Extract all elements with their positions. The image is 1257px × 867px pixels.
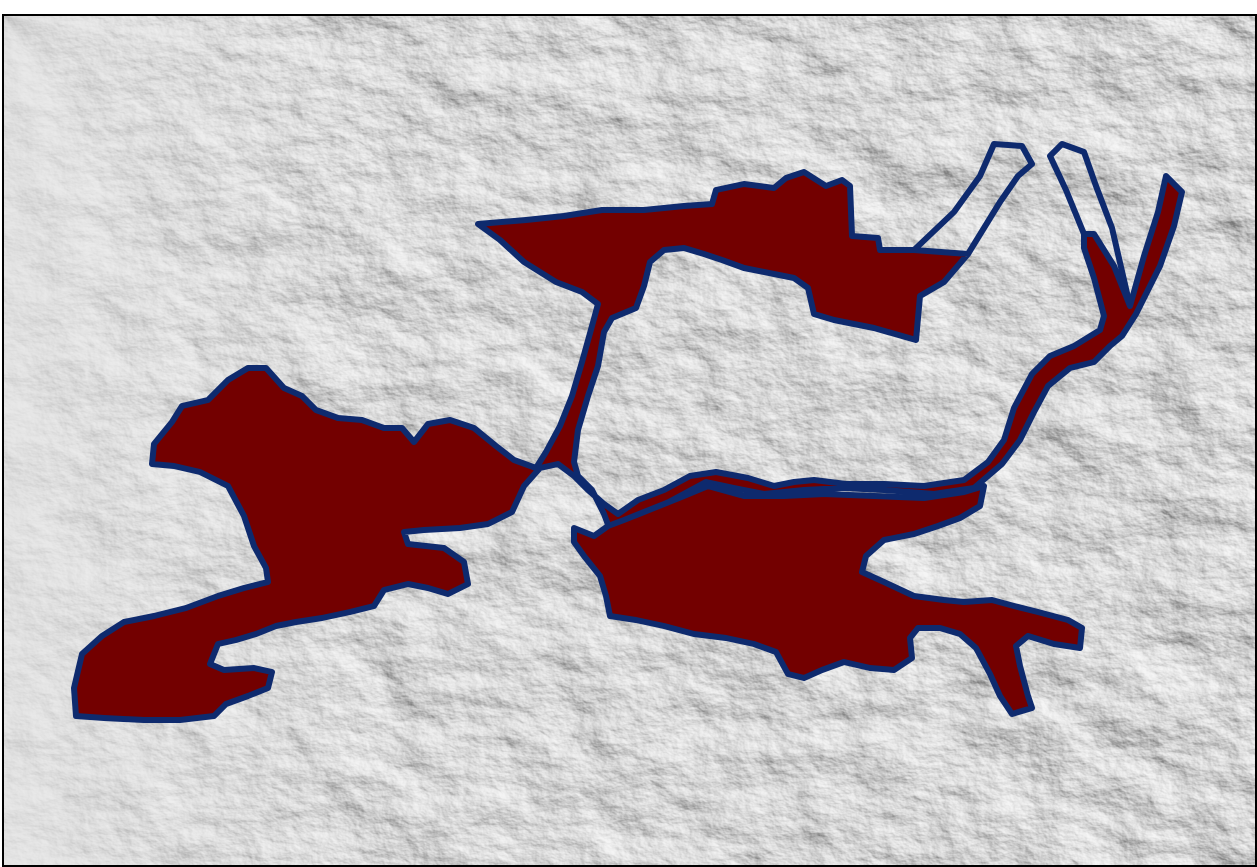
study-area-central-lobe[interactable]: [571, 483, 1085, 717]
map-canvas[interactable]: [4, 16, 1255, 865]
study-area-far-ne-outline[interactable]: [1047, 141, 1133, 307]
study-area-ne-tongue-outline[interactable]: [911, 141, 1035, 256]
study-area-boundary[interactable]: [71, 141, 1185, 723]
map-frame[interactable]: [2, 14, 1257, 867]
figure-caption-strip: [0, 0, 1257, 14]
